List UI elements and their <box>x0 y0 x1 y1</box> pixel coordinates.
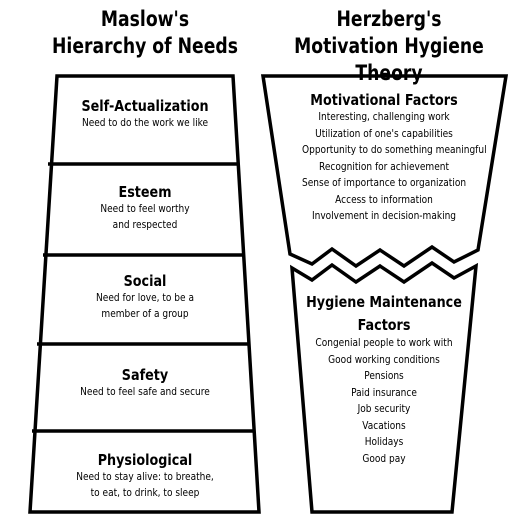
list-item: Involvement in decision-making <box>311 209 457 222</box>
level-desc: Need to stay alive: to breathe, <box>76 470 214 483</box>
level-name: Self-Actualization <box>81 97 209 115</box>
level-desc: and respected <box>112 218 178 231</box>
hygiene-heading-line2: Factors <box>357 316 411 334</box>
maslow-title: Maslow's Hierarchy of Needs <box>43 6 248 60</box>
herzberg-title: Herzberg's Motivation Hygiene Theory <box>260 6 513 87</box>
maslow-level-social: Social Need for love, to be a member of … <box>45 272 245 322</box>
hygiene-heading-line1: Hygiene Maintenance <box>306 293 462 311</box>
maslow-trapezoid <box>28 74 261 514</box>
maslow-title-line2: Hierarchy of Needs <box>52 34 238 58</box>
motivational-list: Interesting, challenging work Utilizatio… <box>284 109 487 225</box>
list-item: Utilization of one's capabilities <box>315 126 453 140</box>
list-item: Pensions <box>364 369 404 382</box>
level-desc: Need to feel safe and secure <box>80 385 210 398</box>
level-name: Physiological <box>97 451 193 469</box>
list-item: Paid insurance <box>351 385 417 399</box>
maslow-level-safety: Safety Need to feel safe and secure <box>45 366 245 400</box>
list-item: Congenial people to work with <box>315 336 453 349</box>
list-item: Holidays <box>364 435 404 448</box>
motivational-heading: Motivational Factors <box>284 91 484 109</box>
hygiene-heading: Hygiene Maintenance Factors <box>284 293 484 334</box>
level-desc: Need to do the work we like <box>81 116 209 129</box>
list-item: Recognition for achievement <box>319 159 449 173</box>
maslow-level-self-actualization: Self-Actualization Need to do the work w… <box>45 97 245 131</box>
level-desc: to eat, to drink, to sleep <box>90 486 200 499</box>
level-name: Social <box>123 272 167 290</box>
list-item: Good pay <box>362 451 406 465</box>
maslow-title-line1: Maslow's <box>100 7 190 31</box>
herzberg-title-line1: Herzberg's <box>336 7 442 31</box>
level-desc: member of a group <box>101 307 189 320</box>
list-item: Opportunity to do something meaningful <box>302 143 487 156</box>
level-name: Safety <box>121 366 169 384</box>
level-desc: Need to feel worthy <box>100 202 190 215</box>
list-item: Good working conditions <box>328 352 440 366</box>
maslow-level-physiological: Physiological Need to stay alive: to bre… <box>45 451 245 501</box>
motivational-shape <box>260 74 509 269</box>
list-item: Vacations <box>362 418 406 432</box>
list-item: Interesting, challenging work <box>318 110 450 123</box>
level-desc: Need for love, to be a <box>96 291 194 304</box>
level-name: Esteem <box>118 183 172 201</box>
hygiene-shape <box>289 260 479 514</box>
list-item: Sense of importance to organization <box>302 176 467 189</box>
list-item: Access to information <box>335 192 433 206</box>
herzberg-title-line2: Motivation Hygiene Theory <box>294 34 484 85</box>
maslow-level-esteem: Esteem Need to feel worthy and respected <box>45 183 245 233</box>
motivational-heading-text: Motivational Factors <box>310 91 458 109</box>
hygiene-list: Congenial people to work with Good worki… <box>284 335 484 467</box>
list-item: Job security <box>357 402 411 415</box>
